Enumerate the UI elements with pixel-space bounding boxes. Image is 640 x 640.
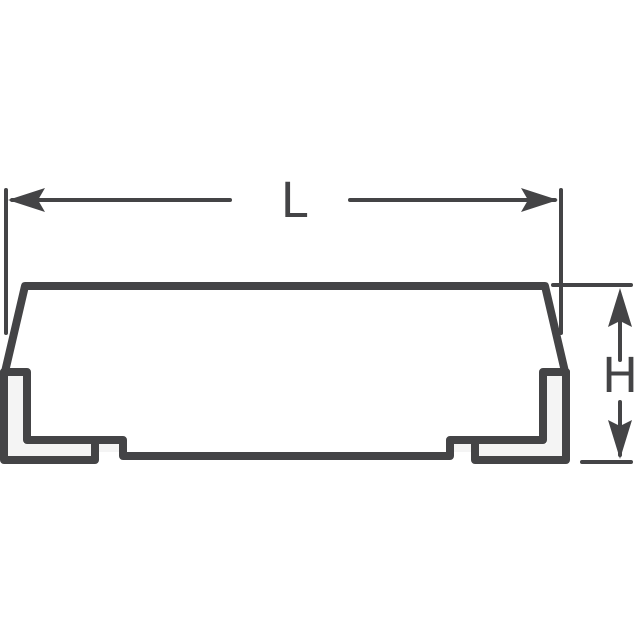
height-label: H [602, 348, 638, 404]
left-terminal-outline [0, 368, 99, 464]
left-terminal-fill [8, 376, 119, 456]
length-arrow-right-icon [521, 188, 558, 212]
length-arrow-left-icon [8, 188, 45, 212]
height-arrow-up-icon [608, 288, 632, 327]
length-label: L [281, 173, 308, 229]
body-top-outline [0, 282, 570, 380]
right-terminal-outline [471, 368, 570, 464]
height-arrow-down-icon [608, 420, 632, 459]
right-terminal-fill [454, 376, 562, 456]
body-bottom-outline [0, 368, 570, 460]
